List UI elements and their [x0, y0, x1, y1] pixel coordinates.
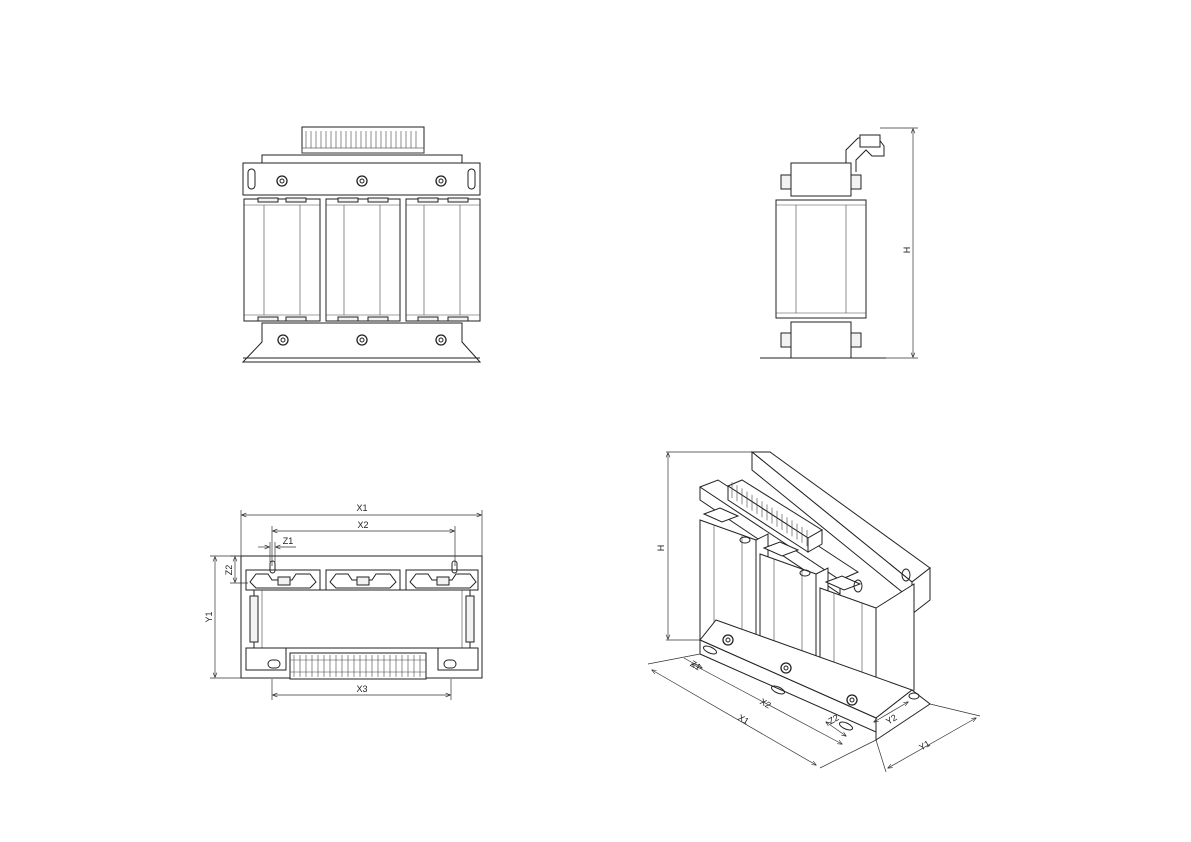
iso-label-x1: X1 — [736, 712, 751, 726]
side-nut-tl — [780, 174, 792, 190]
side-terminal-bracket — [845, 137, 885, 172]
iso-label-z1: Z1 — [688, 658, 702, 672]
side-view: H — [760, 127, 918, 359]
front-top-plate — [261, 154, 463, 164]
front-slot-right — [467, 168, 476, 190]
side-label-h: H — [902, 247, 912, 254]
iso-label-z2: Z2 — [826, 712, 840, 726]
side-upper-yoke — [790, 162, 852, 197]
iso-dim-y1 — [888, 718, 976, 768]
iso-label-x2: X2 — [758, 696, 773, 710]
front-terminal-block — [301, 126, 425, 154]
iso-dim-z2 — [826, 722, 846, 736]
top-label-x3: X3 — [356, 684, 367, 694]
iso-top-lugs — [702, 507, 911, 593]
top-core-right-clip — [465, 595, 475, 643]
top-core-left-clip — [249, 595, 259, 643]
top-lug-bl — [245, 647, 287, 671]
front-slot-left — [247, 168, 256, 190]
top-terminal-strip — [289, 652, 427, 680]
iso-terminal-block — [726, 479, 823, 553]
top-core — [253, 589, 471, 649]
top-mounting-lugs — [245, 560, 479, 591]
iso-label-y1: Y1 — [917, 738, 932, 752]
top-label-x1: X1 — [356, 503, 367, 513]
front-foot — [241, 322, 482, 363]
top-label-z2: Z2 — [224, 565, 234, 576]
side-nut-tr — [850, 174, 862, 190]
top-view: X1 X2 Z1 Z2 Y1 X3 — [204, 503, 483, 700]
front-coils — [243, 197, 481, 322]
front-top-bolts — [276, 175, 447, 187]
side-nut-bl — [780, 332, 792, 348]
top-label-y1: Y1 — [204, 611, 214, 622]
iso-dim-x2 — [692, 664, 842, 744]
side-coil — [775, 199, 867, 319]
front-view — [241, 126, 482, 363]
front-bottom-bolts — [277, 334, 447, 346]
top-lug-br — [437, 647, 479, 671]
isometric-view: H X1 X2 Z1 Z2 Y2 Y1 — [647, 450, 981, 773]
iso-dim-z1 — [683, 657, 702, 668]
side-nut-br — [850, 332, 862, 348]
iso-dim-y2 — [874, 702, 908, 722]
side-lower-yoke — [790, 321, 852, 359]
side-terminal — [859, 134, 881, 148]
iso-label-h: H — [656, 545, 666, 552]
top-label-z1: Z1 — [283, 536, 294, 546]
top-label-x2: X2 — [357, 520, 368, 530]
